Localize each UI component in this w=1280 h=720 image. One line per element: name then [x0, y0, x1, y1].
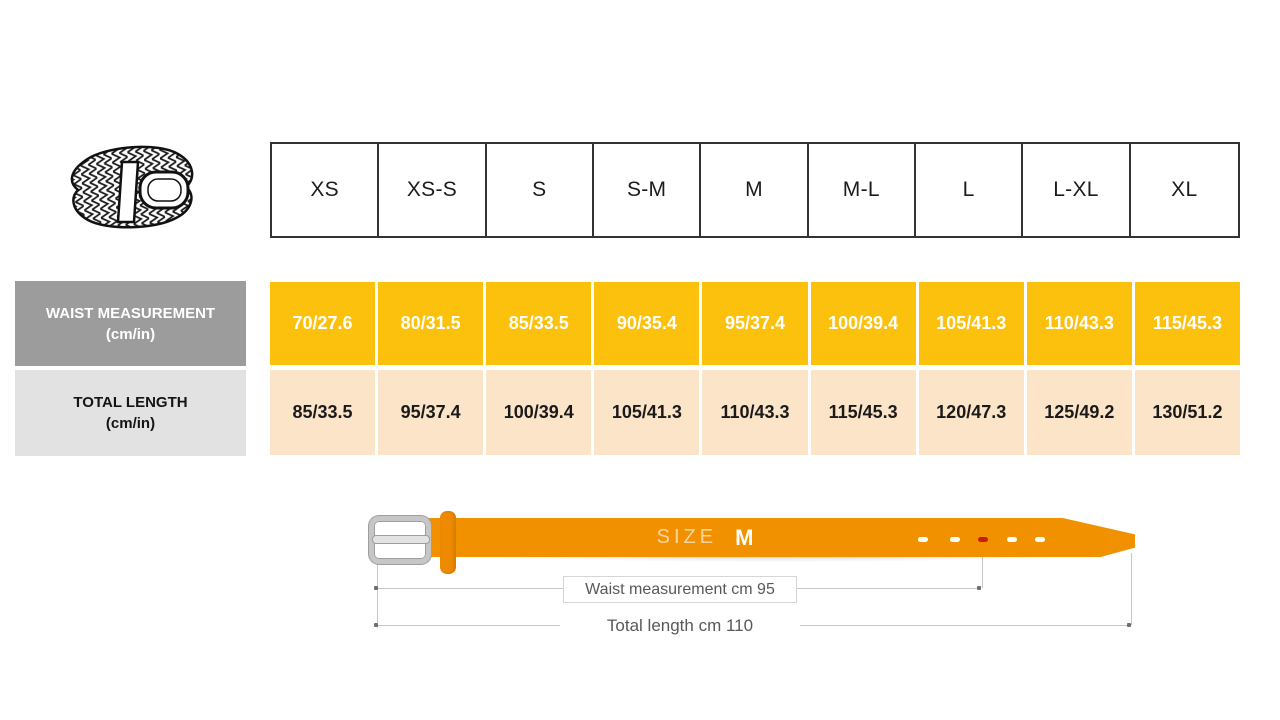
waist-label-line2: (cm/in)	[105, 325, 156, 343]
total-length-value-cell: 95/37.4	[378, 370, 484, 455]
waist-measurement-row-label: WAIST MEASUREMENT (cm/in)	[15, 281, 246, 366]
total-label-line2: (cm/in)	[105, 415, 156, 432]
waist-measurement-annotation: Waist measurement cm 95	[563, 576, 797, 603]
waist-value-cell: 95/37.4	[702, 282, 808, 365]
waist-values-row: 70/27.6 80/31.5 85/33.5 90/35.4 95/37.4 …	[270, 282, 1240, 365]
total-length-value-cell: 85/33.5	[270, 370, 376, 455]
belt-loop	[440, 511, 456, 574]
size-header-row: XS XS-S S S-M M M-L L L-XL XL	[270, 142, 1240, 238]
waist-label-line1: WAIST MEASUREMENT	[45, 304, 216, 322]
total-length-value-cell: 100/39.4	[486, 370, 592, 455]
size-header-cell: S-M	[594, 144, 702, 236]
total-length-value-cell: 120/47.3	[918, 370, 1024, 455]
total-length-value-cell: 105/41.3	[594, 370, 700, 455]
size-word: SIZE	[656, 526, 718, 548]
dimension-endpoint-dot	[374, 586, 378, 590]
dimension-endpoint-dot	[977, 586, 981, 590]
waist-value-cell: 105/41.3	[918, 282, 1024, 365]
size-header-cell: S	[487, 144, 594, 236]
dimension-endpoint-dot	[374, 623, 378, 627]
total-length-value-cell: 115/45.3	[810, 370, 916, 455]
dimension-endpoint-dot	[1127, 623, 1131, 627]
belt-hole-selected	[978, 537, 988, 542]
total-length-value-cell: 125/49.2	[1026, 370, 1132, 455]
belt-buckle-prong	[372, 535, 430, 544]
total-length-values-row: 85/33.5 95/37.4 100/39.4 105/41.3 110/43…	[270, 370, 1240, 455]
braided-belt-image	[70, 145, 194, 229]
belt-hole	[918, 537, 928, 542]
total-length-value-cell: 130/51.2	[1134, 370, 1240, 455]
size-header-cell: L	[916, 144, 1024, 236]
size-header-cell: XL	[1171, 178, 1198, 201]
size-value: M	[735, 524, 754, 550]
size-header-cell: M	[701, 144, 809, 236]
waist-value-cell: 85/33.5	[486, 282, 592, 365]
size-header-cell: L-XL	[1023, 144, 1131, 236]
belt-hole	[1007, 537, 1017, 542]
total-length-row-label: TOTAL LENGTH (cm/in)	[15, 370, 246, 456]
belt-size-label: SIZE M	[610, 518, 800, 557]
waist-hole-guide-line	[982, 541, 983, 588]
waist-value-cell: 90/35.4	[594, 282, 700, 365]
belt-band-shape	[116, 160, 140, 224]
total-label-line1: TOTAL LENGTH	[73, 394, 188, 411]
size-header-cell: M-L	[809, 144, 916, 236]
belt-shadow	[430, 552, 1120, 562]
size-header-cell: XS	[272, 144, 380, 236]
belt-hole	[950, 537, 960, 542]
buckle-guide-line	[377, 564, 378, 628]
total-length-value-cell: 110/43.3	[702, 370, 808, 455]
waist-value-cell: 100/39.4	[810, 282, 916, 365]
waist-value-cell: 110/43.3	[1026, 282, 1132, 365]
belt-tip-guide-line	[1131, 553, 1132, 625]
waist-value-cell: 70/27.6	[270, 282, 376, 365]
waist-value-cell: 80/31.5	[378, 282, 484, 365]
total-length-annotation: Total length cm 110	[560, 613, 800, 638]
belt-buckle-inner-outline	[147, 178, 182, 202]
size-header-cell: XS-S	[379, 144, 487, 236]
waist-value-cell: 115/45.3	[1134, 282, 1240, 365]
belt-hole	[1035, 537, 1045, 542]
